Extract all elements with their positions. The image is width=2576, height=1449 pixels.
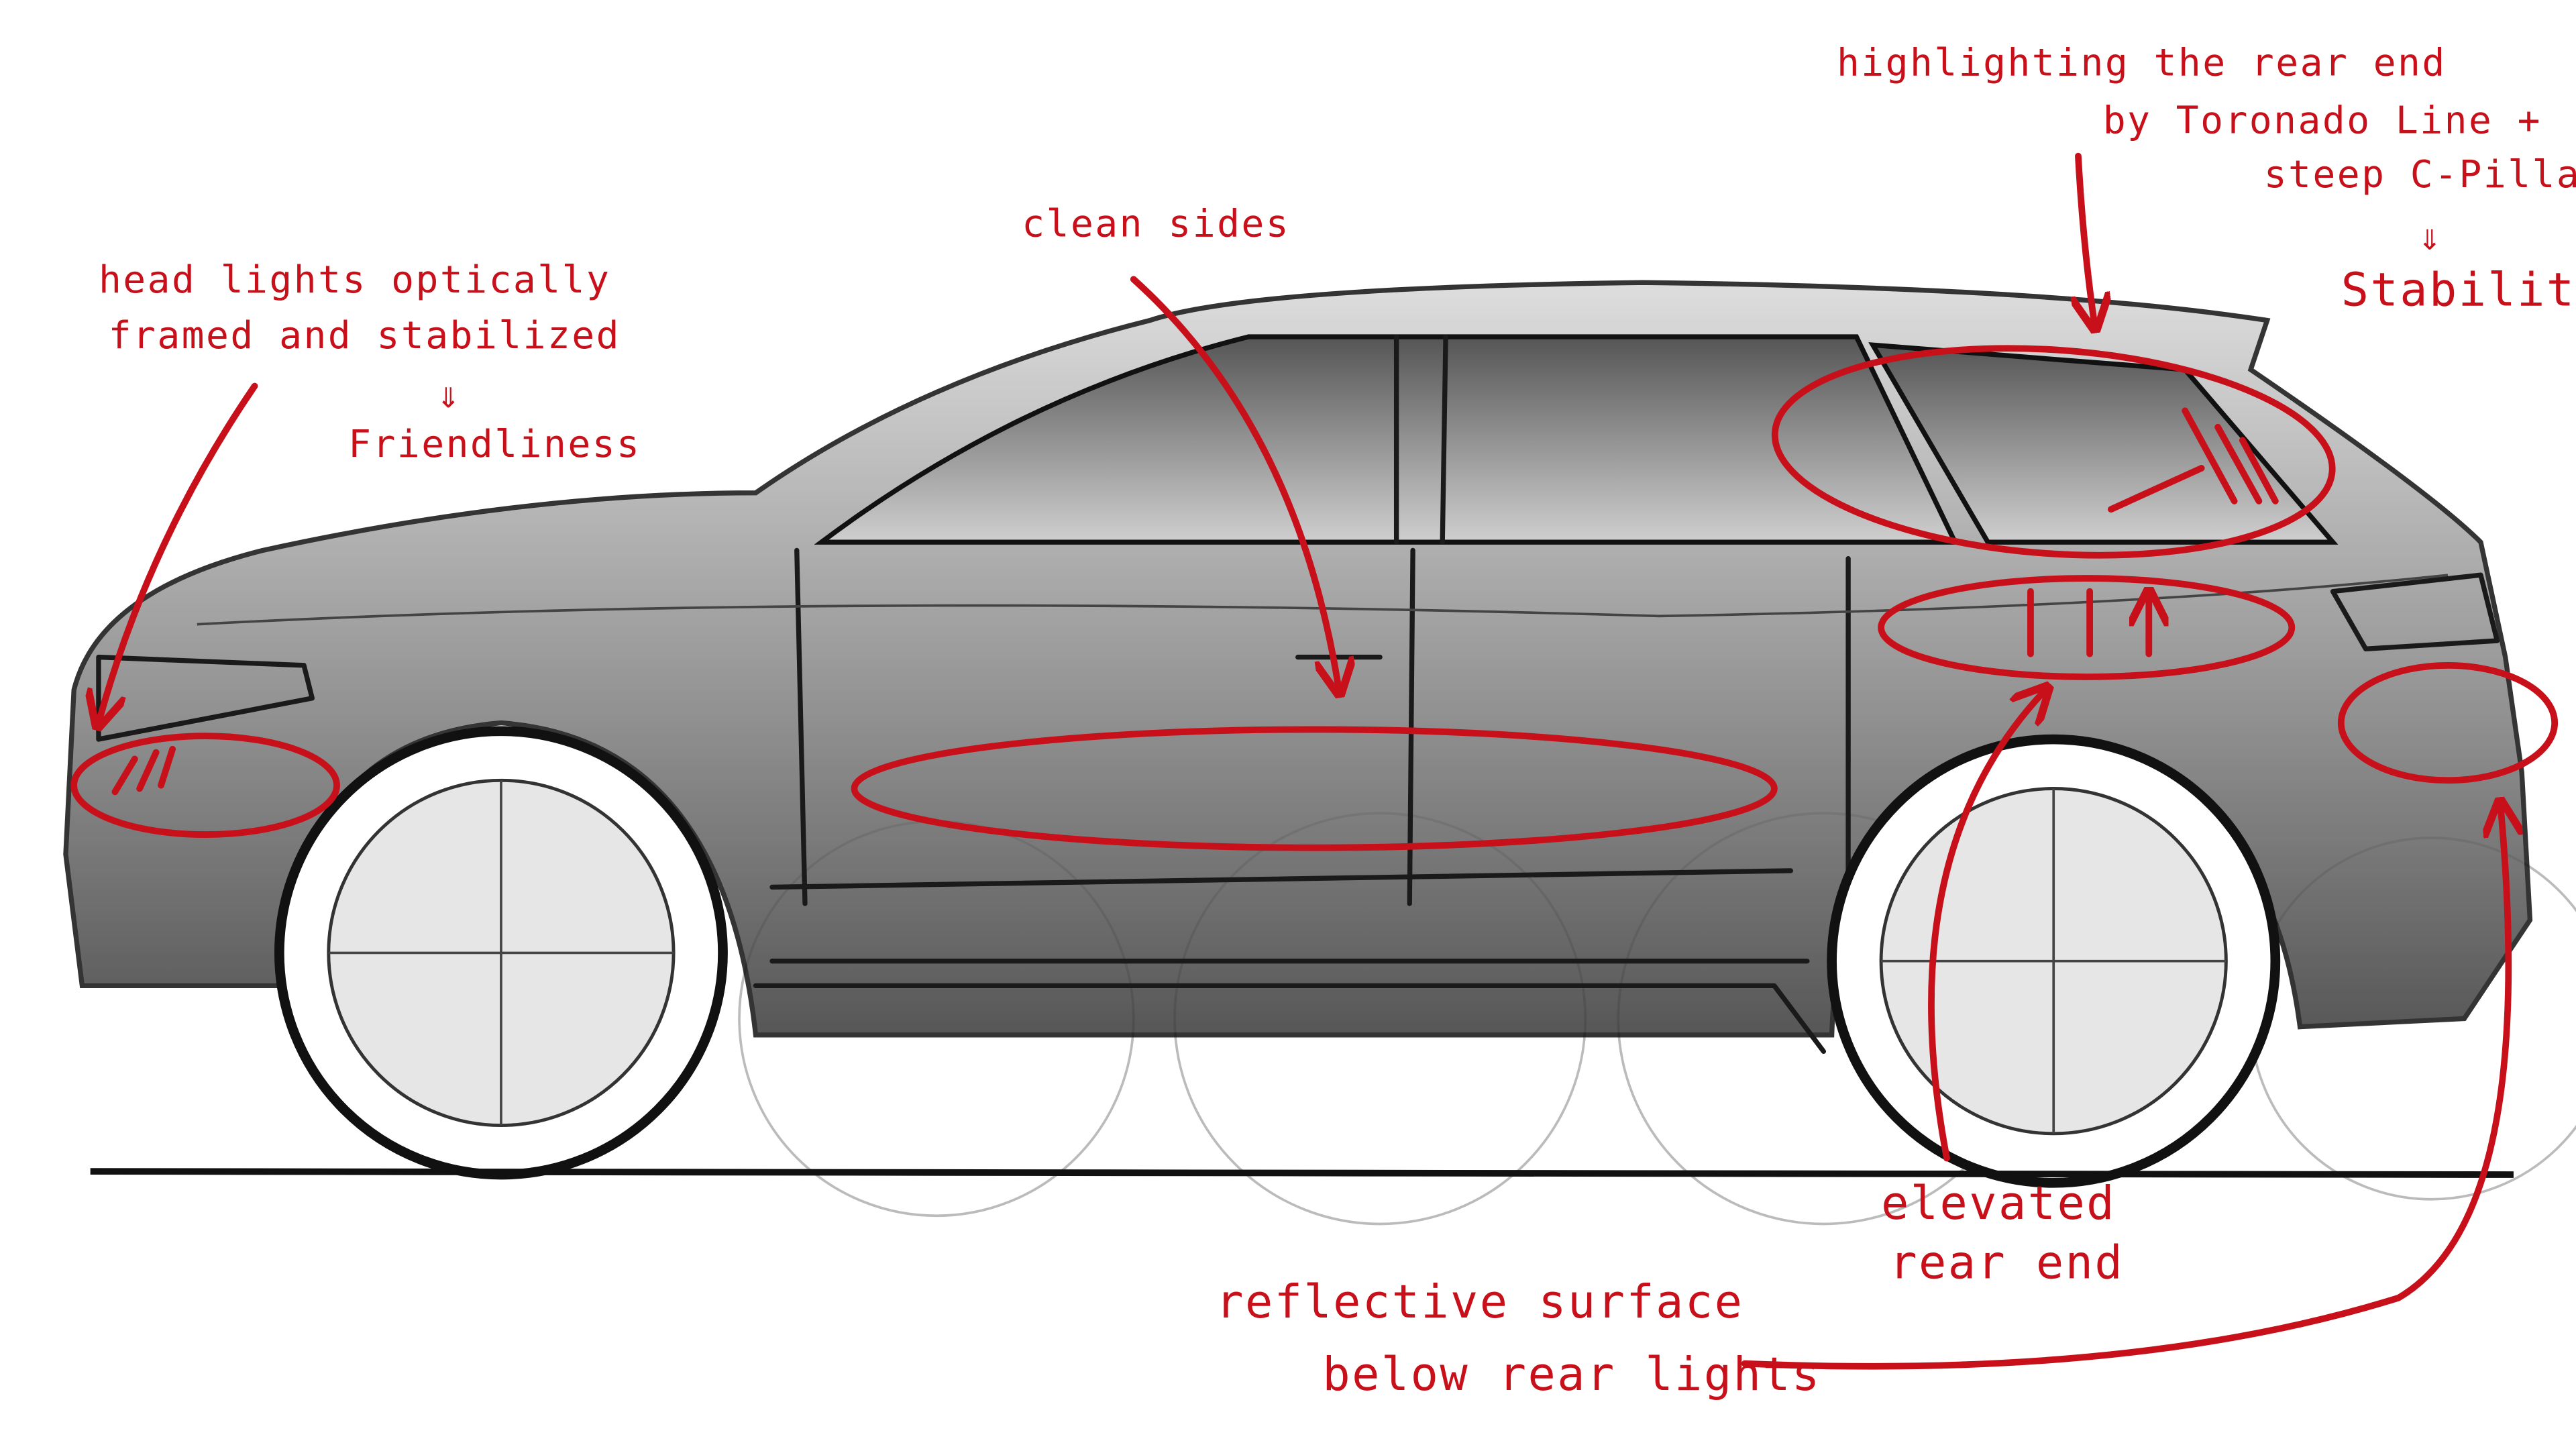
headlight-ellipse bbox=[70, 733, 340, 838]
annotation-markup bbox=[70, 152, 2559, 1370]
reflective-line2: below rear lights bbox=[1322, 1348, 1821, 1401]
rear-shoulder-ellipse bbox=[1878, 575, 2296, 680]
headlights-result: Friendliness bbox=[348, 423, 641, 466]
rear-line2: by Toronado Line + bbox=[2103, 99, 2542, 142]
rear-end-arrow bbox=[2078, 152, 2094, 325]
ground-line bbox=[90, 1168, 2514, 1178]
elevated-line1: elevated bbox=[1881, 1177, 2116, 1230]
rear-result: Stability bbox=[2341, 264, 2576, 317]
car-body bbox=[63, 280, 2533, 1055]
rear-line1: highlighting the rear end bbox=[1837, 42, 2447, 85]
elevated-line2: rear end bbox=[1889, 1236, 2124, 1289]
headlights-line2: framed and stabilized bbox=[109, 314, 621, 358]
rear-wheel bbox=[1827, 734, 2281, 1188]
reflective-note: reflective surface below rear lights bbox=[1216, 1275, 1821, 1401]
elevated-note: elevated rear end bbox=[1881, 1177, 2124, 1289]
rear-line3: steep C-Pillar bbox=[2264, 153, 2576, 197]
shoulder-up-arrows bbox=[2027, 592, 2149, 657]
clean-sides-note: clean sides bbox=[1022, 203, 1290, 246]
rear-window-ellipse bbox=[1771, 345, 2336, 559]
front-wheel bbox=[274, 726, 728, 1180]
rear-light-ellipse bbox=[2337, 661, 2559, 784]
elevated-arrow bbox=[1928, 690, 2045, 1162]
headlights-line1: head lights optically bbox=[99, 258, 610, 302]
side-ellipse bbox=[851, 726, 1778, 851]
implies-arrow-icon: ⇓ bbox=[437, 373, 461, 417]
headlight-arrow bbox=[99, 382, 258, 723]
clean-sides-arrow bbox=[1130, 276, 1339, 690]
headlights-note: head lights optically framed and stabili… bbox=[99, 258, 641, 466]
reflective-line1: reflective surface bbox=[1216, 1275, 1743, 1329]
implies-arrow-icon: ⇓ bbox=[2418, 215, 2443, 259]
toronado-arrows bbox=[2108, 407, 2279, 513]
reflective-arrow bbox=[1741, 805, 2509, 1370]
headlight-up-arrows bbox=[111, 745, 176, 796]
rear-note: highlighting the rear end by Toronado Li… bbox=[1837, 42, 2576, 317]
